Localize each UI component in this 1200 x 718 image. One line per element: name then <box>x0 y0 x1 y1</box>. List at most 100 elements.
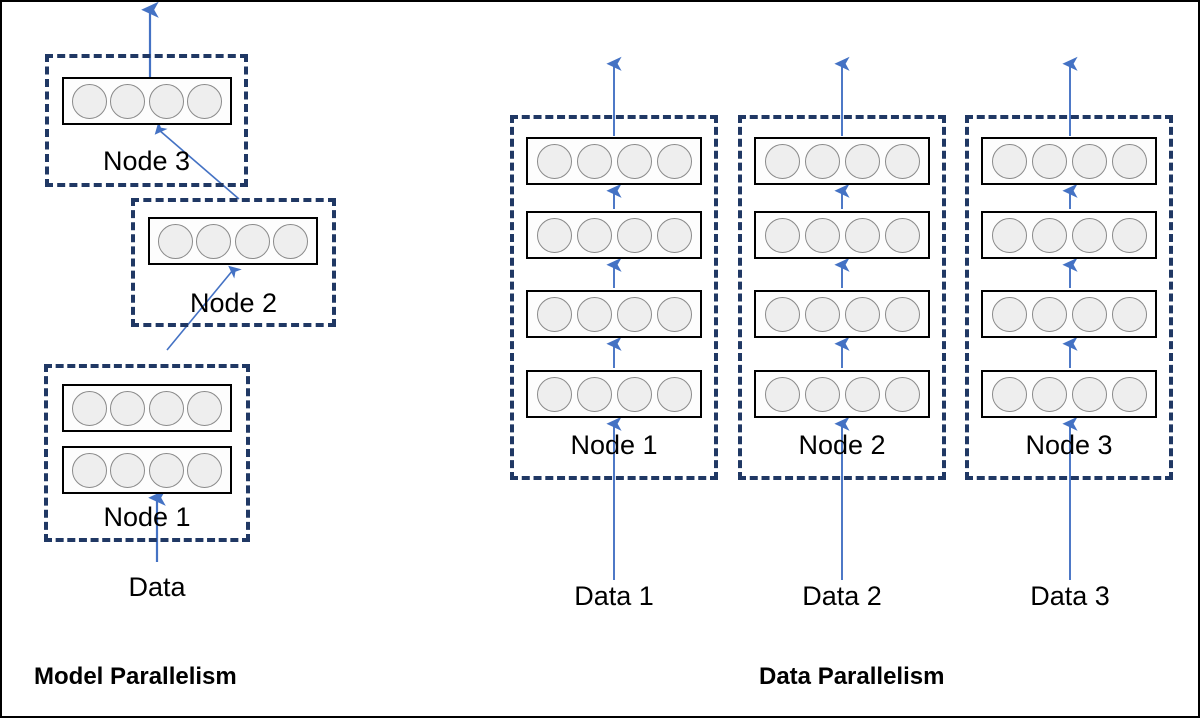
neuron-circle <box>764 296 800 332</box>
dp-node-2-input-label: Data 2 <box>802 581 882 611</box>
dp-node-3-input-label: Data 3 <box>1030 581 1110 611</box>
neuron-circle <box>110 83 146 119</box>
dp-node-3-layer-1[interactable] <box>981 137 1157 185</box>
dp-node-1-layer-4[interactable] <box>526 370 702 418</box>
neuron-circle <box>804 296 840 332</box>
neuron-circle <box>234 223 270 259</box>
neuron-circle <box>1031 143 1067 179</box>
neuron-circle <box>576 296 612 332</box>
neuron-circle <box>656 376 692 412</box>
dp-node-2-layer-1[interactable] <box>754 137 930 185</box>
dp-node-1-layer-2[interactable] <box>526 211 702 259</box>
dp-node-3-label: Node 3 <box>1025 430 1113 460</box>
neuron-circle <box>148 452 184 488</box>
neuron-circle <box>1111 217 1147 253</box>
dp-node-1-layer-1[interactable] <box>526 137 702 185</box>
mp-node-1-layer-2[interactable] <box>62 446 232 494</box>
neuron-circle <box>196 223 232 259</box>
dp-node-1-box[interactable] <box>510 115 718 480</box>
neuron-circle <box>148 390 184 426</box>
neuron-circle <box>1071 296 1107 332</box>
neuron-circle <box>804 217 840 253</box>
neuron-circle <box>1031 217 1067 253</box>
neuron-circle <box>616 217 652 253</box>
mp-node-3-box[interactable] <box>45 54 248 187</box>
dp-node-2-layer-3[interactable] <box>754 290 930 338</box>
neuron-circle <box>1071 143 1107 179</box>
neuron-circle <box>764 376 800 412</box>
neuron-circle <box>576 376 612 412</box>
neuron-circle <box>187 83 223 119</box>
dp-node-2-box[interactable] <box>738 115 946 480</box>
neuron-circle <box>1111 376 1147 412</box>
neuron-circle <box>991 376 1027 412</box>
neuron-circle <box>804 376 840 412</box>
dp-node-2-label: Node 2 <box>798 430 886 460</box>
mp-node-1-label: Node 1 <box>103 502 191 532</box>
caption-model-parallelism: Model Parallelism <box>34 663 237 690</box>
neuron-circle <box>656 217 692 253</box>
dp-node-1-input-label: Data 1 <box>574 581 654 611</box>
mp-node-1-box[interactable] <box>44 364 250 542</box>
neuron-circle <box>110 390 146 426</box>
neuron-circle <box>616 143 652 179</box>
mp-node-3-layer-1[interactable] <box>62 77 232 125</box>
mp-node-1-layer-1[interactable] <box>62 384 232 432</box>
neuron-circle <box>844 217 880 253</box>
neuron-circle <box>656 143 692 179</box>
neuron-circle <box>1071 217 1107 253</box>
mp-input-data-label: Data <box>128 572 186 602</box>
neuron-circle <box>536 143 572 179</box>
neuron-circle <box>884 296 920 332</box>
neuron-circle <box>71 390 107 426</box>
neuron-circle <box>576 143 612 179</box>
neuron-circle <box>884 217 920 253</box>
neuron-circle <box>273 223 309 259</box>
neuron-circle <box>656 296 692 332</box>
neuron-circle <box>764 217 800 253</box>
neuron-circle <box>1031 296 1067 332</box>
neuron-circle <box>71 452 107 488</box>
mp-node-3-label: Node 3 <box>102 146 191 176</box>
caption-data-parallelism: Data Parallelism <box>759 663 945 690</box>
neuron-circle <box>844 296 880 332</box>
neuron-circle <box>1071 376 1107 412</box>
neuron-circle <box>884 376 920 412</box>
neuron-circle <box>536 296 572 332</box>
mp-node-2-layer-1[interactable] <box>148 217 318 265</box>
neuron-circle <box>616 376 652 412</box>
neuron-circle <box>110 452 146 488</box>
neuron-circle <box>764 143 800 179</box>
dp-node-3-layer-3[interactable] <box>981 290 1157 338</box>
dp-node-3-layer-4[interactable] <box>981 370 1157 418</box>
neuron-circle <box>991 296 1027 332</box>
neuron-circle <box>187 390 223 426</box>
arrow-node2-to-node3 <box>154 121 240 200</box>
neuron-circle <box>1031 376 1067 412</box>
arrow-node1-to-node2 <box>166 265 242 351</box>
neuron-circle <box>536 217 572 253</box>
neuron-circle <box>187 452 223 488</box>
mp-node-2-box[interactable] <box>131 198 336 327</box>
neuron-circle <box>844 376 880 412</box>
dp-node-1-layer-3[interactable] <box>526 290 702 338</box>
neuron-circle <box>576 217 612 253</box>
neuron-circle <box>991 143 1027 179</box>
dp-node-1-label: Node 1 <box>570 430 658 460</box>
dp-node-3-layer-2[interactable] <box>981 211 1157 259</box>
mp-node-2-label: Node 2 <box>189 288 278 318</box>
neuron-circle <box>1111 296 1147 332</box>
neuron-circle <box>536 376 572 412</box>
neuron-circle <box>884 143 920 179</box>
neuron-circle <box>804 143 840 179</box>
neuron-circle <box>71 83 107 119</box>
dp-node-3-box[interactable] <box>965 115 1173 480</box>
neuron-circle <box>157 223 193 259</box>
neuron-circle <box>844 143 880 179</box>
neuron-circle <box>991 217 1027 253</box>
dp-node-2-layer-2[interactable] <box>754 211 930 259</box>
dp-node-2-layer-4[interactable] <box>754 370 930 418</box>
neuron-circle <box>148 83 184 119</box>
